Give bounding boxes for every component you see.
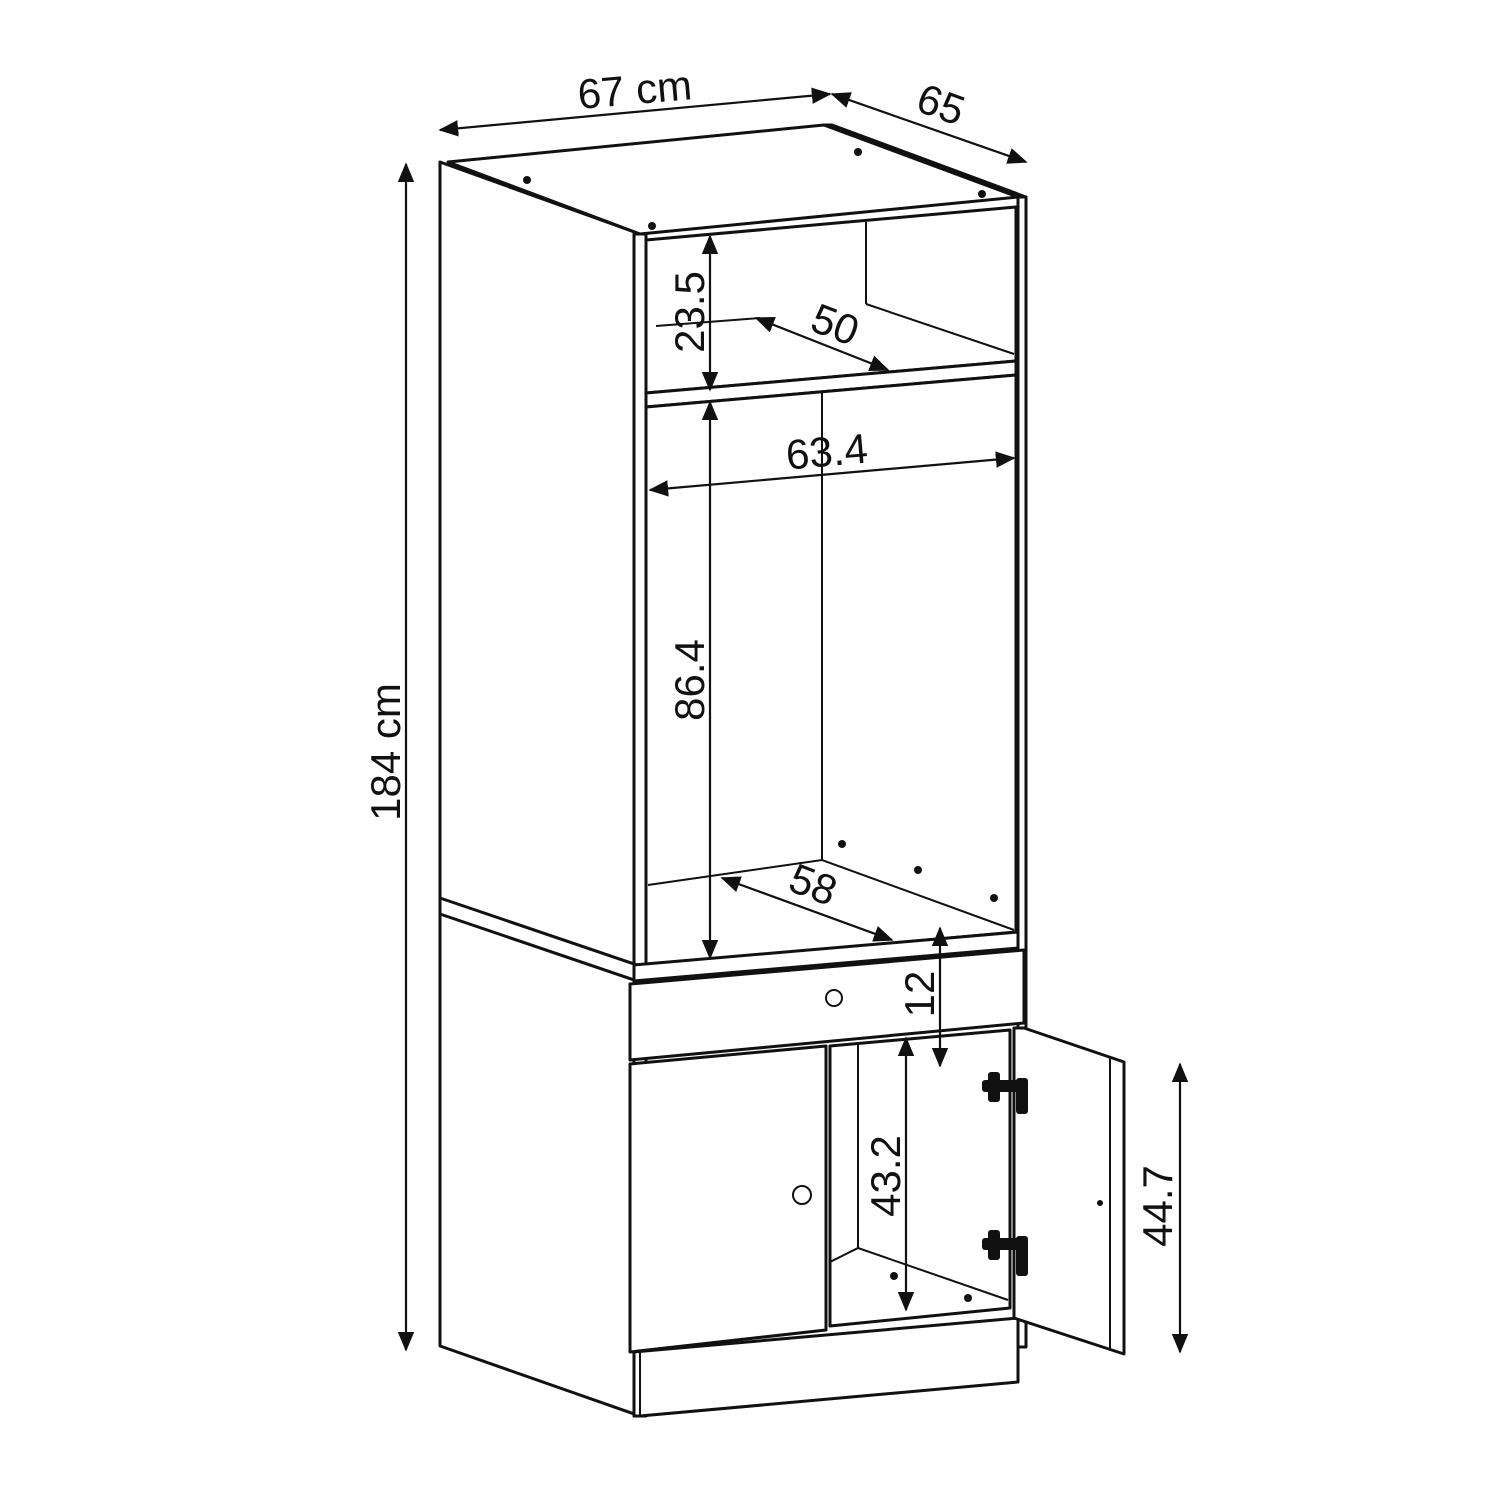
left-door[interactable] xyxy=(628,1044,828,1354)
width-dimension-line xyxy=(438,87,832,137)
plinth xyxy=(632,1316,1020,1418)
right-door-knob-dot xyxy=(1097,1200,1103,1206)
top-compartment-height-leader xyxy=(655,317,761,327)
top-compartment-height-label: 23.5 xyxy=(666,271,713,353)
width-label: 67 cm xyxy=(576,61,694,118)
inner-width-label: 63.4 xyxy=(784,425,870,479)
cabinet-body xyxy=(438,123,1126,1418)
right-door[interactable] xyxy=(1012,1026,1126,1356)
left-side-panel xyxy=(438,160,642,1418)
lower-floor-edges xyxy=(829,1246,1009,1301)
top-compartment-depth-line xyxy=(754,316,890,372)
dimension-labels: 67 cm 65 184 cm 23.5 50 63.4 86.4 58 12 … xyxy=(362,61,1181,1247)
depth-dimension-line xyxy=(830,92,1028,164)
oven-floor-board xyxy=(632,930,1020,983)
oven-depth-line xyxy=(720,876,894,942)
left-door-knob[interactable] xyxy=(792,1185,812,1205)
upper-floor-edge xyxy=(865,303,1015,355)
door-height-label: 44.7 xyxy=(1134,1165,1181,1247)
drawer-knob[interactable] xyxy=(825,989,843,1007)
drawer-front xyxy=(628,948,1026,1062)
drawer-height-label: 12 xyxy=(896,971,943,1018)
hinge-icon xyxy=(982,1230,1028,1276)
assembly-holes xyxy=(523,148,998,1302)
height-label: 184 cm xyxy=(362,683,409,821)
lower-compartment-height-label: 43.2 xyxy=(862,1135,909,1217)
hinge-icon xyxy=(982,1072,1028,1114)
lower-compartment xyxy=(828,1028,1012,1328)
oven-height-label: 86.4 xyxy=(666,639,713,721)
dimension-lines xyxy=(397,87,1189,1354)
